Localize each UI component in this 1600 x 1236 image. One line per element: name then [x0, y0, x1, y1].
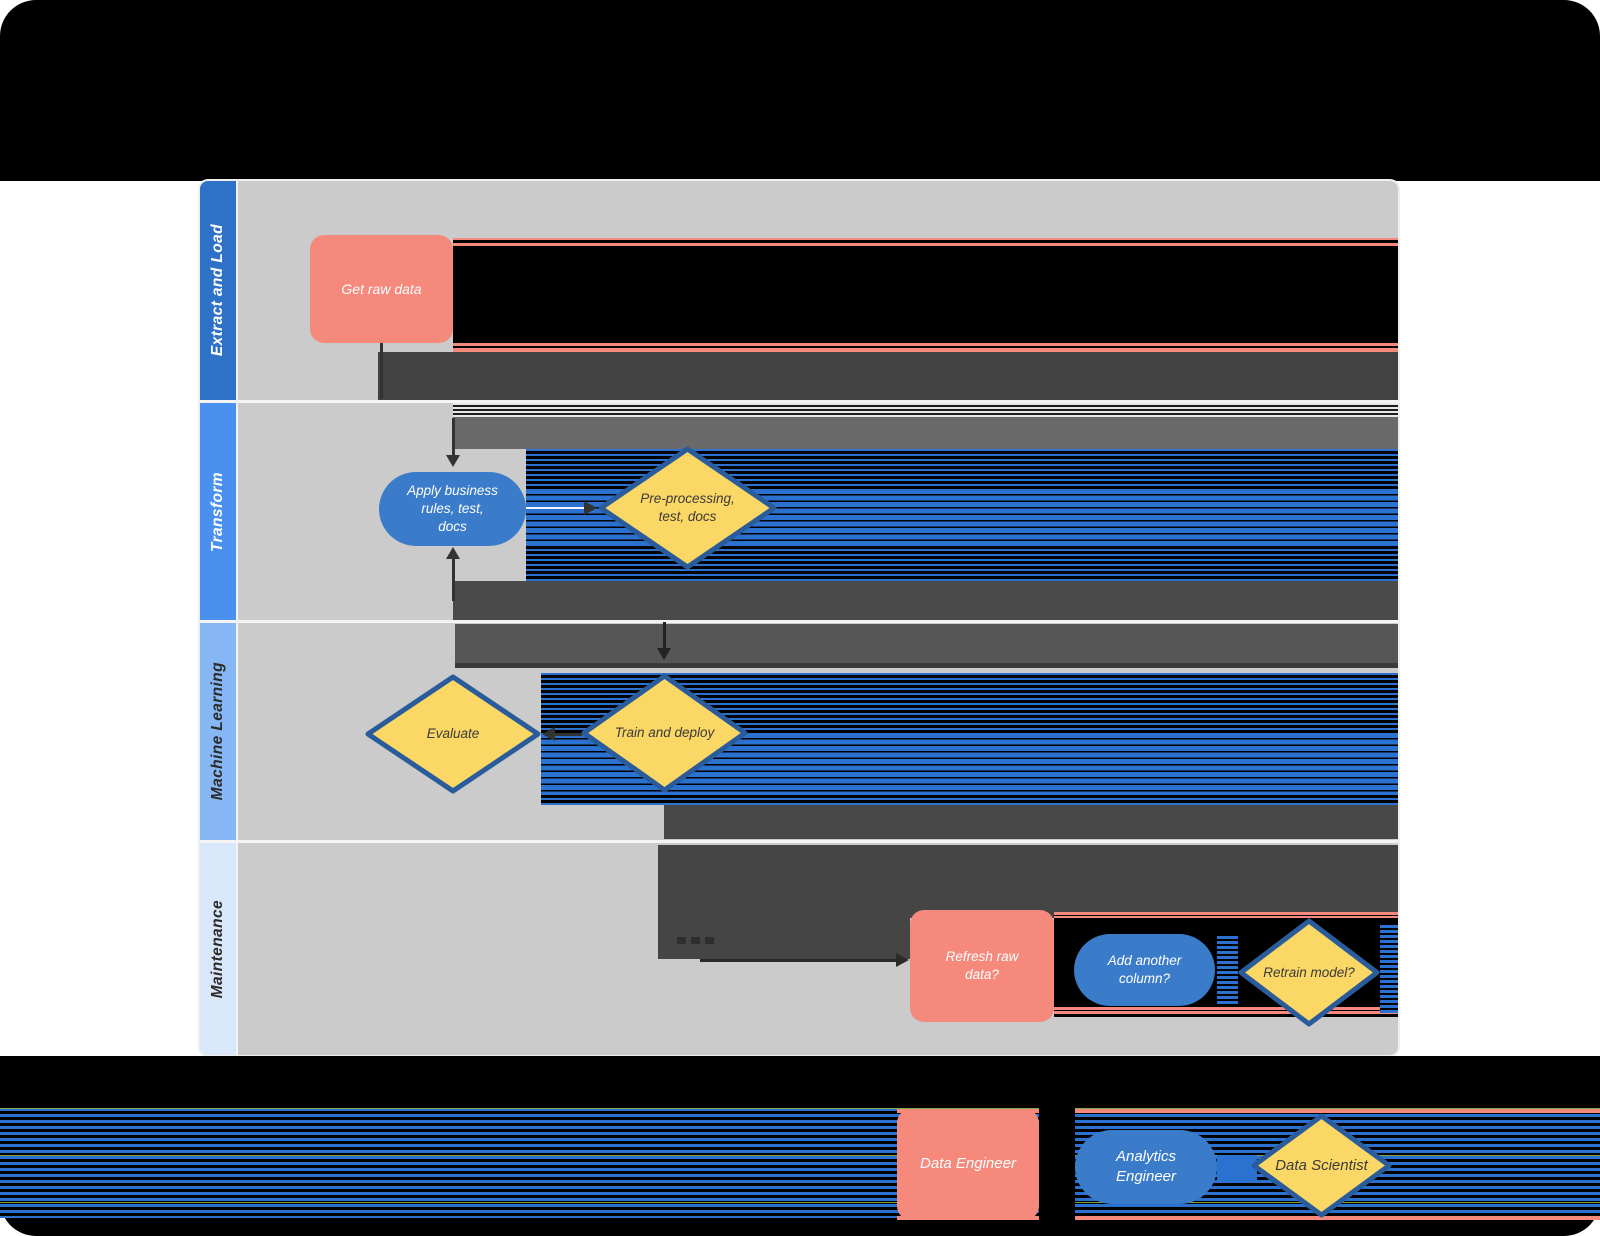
diamond-shape [1238, 918, 1380, 1027]
legend-analytics-engineer[interactable]: Analytics Engineer [1075, 1130, 1217, 1204]
lane-separator [200, 840, 1398, 843]
lane-label-maintenance: Maintenance [209, 899, 226, 999]
flowchart-canvas: Extract and Load Transform Machine Learn… [200, 181, 1398, 1055]
node-preprocessing-label: Pre-processing, test, docs [640, 491, 735, 524]
connector-train-to-evaluate [555, 733, 582, 736]
legend-data-engineer[interactable]: Data Engineer [897, 1109, 1039, 1220]
arrowhead-into-apply [446, 455, 460, 467]
lane-label-transform: Transform [209, 471, 226, 552]
arrowhead-into-preprocessing [584, 501, 597, 515]
connector-apply-to-preprocessing [526, 507, 586, 509]
connector-to-refresh [700, 959, 896, 962]
glitch-arrow-smear [691, 937, 700, 944]
glitch-smear-dark [658, 845, 1398, 918]
legend-data-scientist-label: Data Scientist [1275, 1156, 1368, 1174]
lane-separator [200, 620, 1398, 623]
lane-label-extract-and-load: Extract and Load [209, 224, 226, 357]
node-retrain-model[interactable]: Retrain model? [1238, 918, 1380, 1027]
diamond-shape [365, 674, 541, 794]
glitch-smear-stripes [453, 403, 1398, 417]
node-preprocessing[interactable]: Pre-processing, test, docs [598, 446, 777, 570]
legend-analytics-engineer-label: Analytics Engineer [1115, 1148, 1177, 1185]
glitch-smear-salmon [453, 343, 1398, 352]
connector-into-train [663, 622, 666, 649]
node-get-raw-data-label: Get raw data [341, 280, 422, 297]
diamond-shape [1251, 1113, 1392, 1218]
glitch-smear-dark [453, 581, 1398, 620]
glitch-bottom-band: Data Engineer Analytics Engineer Data Sc… [0, 1056, 1600, 1236]
glitch-top-band [0, 0, 1600, 181]
glitch-smear-salmon [453, 238, 1398, 246]
node-add-another-column[interactable]: Add another column? [1074, 934, 1215, 1006]
node-evaluate[interactable]: Evaluate [365, 674, 541, 794]
connector-getraw-down [380, 343, 383, 399]
glitch-smear-salmon [897, 1109, 1600, 1113]
glitch-smear-black [453, 246, 1398, 343]
node-get-raw-data[interactable]: Get raw data [310, 235, 453, 343]
node-evaluate-label: Evaluate [426, 726, 480, 742]
glitch-smear-blue-stripes [1217, 936, 1238, 1006]
glitch-smear-dark [664, 805, 1398, 839]
glitch-smear-salmon [897, 1216, 1600, 1220]
glitch-smear-salmon [1054, 1007, 1398, 1014]
glitch-arrow-smear [677, 937, 686, 944]
lane-header-maintenance[interactable]: Maintenance [200, 843, 238, 1055]
glitch-smear-gray [453, 417, 1398, 449]
connector-apply-loop [452, 559, 455, 601]
connector-into-apply [452, 418, 455, 455]
lane-separator [200, 400, 1398, 403]
glitch-smear-dark [455, 624, 1398, 668]
node-refresh-raw-data-label: Refresh raw data? [945, 948, 1019, 982]
glitch-smear-salmon [1054, 912, 1398, 918]
arrowhead-into-train [657, 648, 671, 660]
glitch-smear-blue-stripes [1380, 925, 1398, 1013]
legend-data-scientist[interactable]: Data Scientist [1251, 1113, 1392, 1218]
glitch-blue-connector [1217, 1155, 1257, 1182]
arrowhead-into-evaluate [542, 727, 555, 741]
glitch-black-gap [1039, 1108, 1075, 1220]
glitch-smear-dark [378, 352, 1398, 400]
lane-header-extract-and-load[interactable]: Extract and Load [200, 181, 238, 400]
lane-header-machine-learning[interactable]: Machine Learning [200, 623, 238, 840]
arrowhead-into-apply-bottom [446, 547, 460, 559]
diamond-shape [581, 673, 748, 793]
node-apply-business-rules[interactable]: Apply business rules, test, docs [379, 472, 526, 546]
node-train-and-deploy[interactable]: Train and deploy [581, 673, 748, 793]
node-train-and-deploy-label: Train and deploy [614, 725, 715, 741]
glitch-smear-dark [658, 918, 910, 959]
diamond-shape [598, 446, 777, 570]
node-retrain-model-label: Retrain model? [1263, 964, 1355, 980]
lane-label-machine-learning: Machine Learning [209, 662, 226, 801]
node-apply-business-rules-label: Apply business rules, test, docs [407, 483, 498, 534]
legend-data-engineer-label: Data Engineer [920, 1155, 1016, 1173]
node-refresh-raw-data[interactable]: Refresh raw data? [910, 910, 1054, 1022]
glitch-arrow-smear [705, 937, 714, 944]
lane-header-transform[interactable]: Transform [200, 403, 238, 620]
node-add-another-column-label: Add another column? [1107, 953, 1182, 986]
arrowhead-into-refresh [896, 953, 909, 967]
